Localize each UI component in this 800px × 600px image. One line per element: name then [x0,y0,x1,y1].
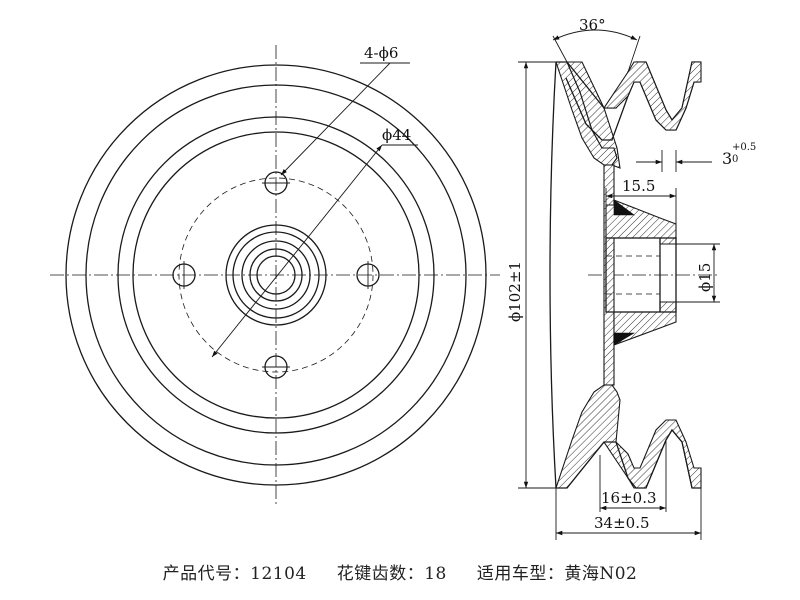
outer-diameter-text: ϕ102±1 [506,261,524,322]
outer-rim-circle [65,64,487,486]
side-view: ϕ102±1 36° 3 +0.5 0 15.5 ϕ15 16±0.3 3 [506,16,756,540]
hole-callout-text: 4-ϕ6 [364,44,398,62]
engineering-drawing: 4-ϕ6 ϕ44 [50,16,756,540]
rim-inner-edge-circle [85,84,467,466]
web-thickness-upper: +0.5 [732,142,756,153]
pcd-callout-text: ϕ44 [382,126,411,144]
upper-groove-hatch-2 [602,61,702,131]
overall-width-text: 34±0.5 [594,514,650,532]
vehicle-model-label: 适用车型：黄海N02 [476,563,638,584]
lower-groove-hatch [602,419,702,489]
product-caption: 产品代号：12104 花键齿数：18 适用车型：黄海N02 [0,553,800,589]
bore-diameter-text: ϕ15 [696,263,714,292]
groove-angle-ext-right [627,35,641,73]
lower-groove-wall [555,384,621,489]
web-thickness-lower: 0 [732,154,738,165]
weld-fillet-upper [613,199,635,216]
upper-groove-wall [566,61,621,169]
mounting-hole-left [172,261,196,289]
hub-bore-outline [605,237,677,313]
groove-pitch-text: 16±0.3 [601,489,657,507]
groove-angle-ext-left [552,35,568,63]
pcd-dimension-line [211,144,383,358]
groove-angle-arc [552,29,638,41]
weld-fillet-lower [613,332,636,346]
rim-outer-edge [549,61,557,489]
web-inner-circle [132,131,420,419]
web-plate [603,164,615,386]
web-thickness-base: 3 [722,149,732,168]
lower-groove-profile [556,428,701,489]
front-view: 4-ϕ6 ϕ44 [50,44,500,505]
product-code-label: 产品代号：12104 [162,563,307,584]
groove-angle-text: 36° [579,16,606,34]
web-outer-circle [117,116,435,434]
hub-offset-text: 15.5 [622,177,655,195]
spline-teeth-label: 花键齿数：18 [336,563,447,584]
